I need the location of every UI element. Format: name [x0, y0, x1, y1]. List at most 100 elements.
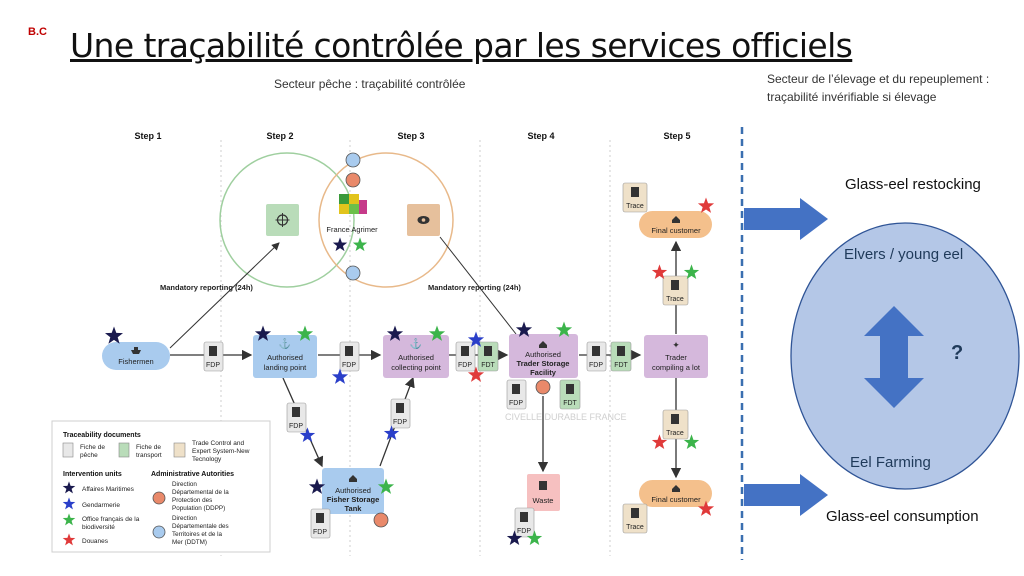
double-arrow — [864, 306, 924, 408]
subtitle-peche: Secteur pêche : traçabilité contrôlée — [274, 77, 466, 91]
trader-storage-node — [509, 334, 578, 378]
venn-circle-right — [318, 152, 454, 288]
sparkle-icon: ✦ — [672, 340, 680, 350]
fdp-doc: FDP — [390, 398, 411, 429]
fdt-doc: FDT — [610, 341, 632, 372]
svg-text:Population (DDPP): Population (DDPP) — [172, 505, 225, 512]
fisher-tank-line2: Fisher Storage — [327, 495, 380, 504]
landing-label-line1: Authorised — [267, 353, 303, 362]
trace-doc: Trace — [662, 275, 689, 306]
fdp-doc: FDP — [586, 341, 607, 372]
anchor-icon: ⚓ — [410, 337, 422, 350]
svg-text:Office français de la: Office français de la — [82, 516, 140, 523]
svg-text:FDP: FDP — [509, 400, 523, 407]
restocking-label: Glass-eel restocking — [845, 176, 981, 193]
svg-text:FDP: FDP — [393, 419, 407, 426]
svg-text:Mer (DDTM): Mer (DDTM) — [172, 539, 207, 546]
affaires-star — [332, 237, 348, 252]
subtitle-elevage-line2: traçabilité invérifiable si élevage — [767, 90, 937, 104]
trader-label-line2: Trader Storage — [517, 359, 570, 368]
legend: Traceability documents Fiche de pêche Fi… — [51, 420, 271, 553]
fdt-doc: FDT — [477, 341, 499, 372]
waste-node — [527, 474, 560, 511]
house-icon — [539, 341, 547, 348]
ddpp-marker — [373, 512, 389, 528]
svg-text:Départementale des: Départementale des — [172, 523, 229, 530]
fisher-tank-line3: Tank — [345, 504, 363, 513]
step-label: Step 2 — [266, 131, 293, 141]
ddtm-marker — [345, 265, 361, 281]
slide-title: Une traçabilité contrôlée par les servic… — [70, 26, 853, 65]
landing-point-node — [253, 335, 317, 378]
svg-text:FDP: FDP — [289, 423, 303, 430]
svg-text:Administrative Autorities: Administrative Autorities — [151, 471, 234, 478]
final-customer-top-node — [639, 211, 712, 238]
waste-label: Waste — [533, 496, 554, 505]
subtitle-elevage-line1: Secteur de l’élevage et du repeuplement … — [767, 72, 990, 86]
compiling-label-line1: Trader — [665, 353, 687, 362]
collecting-point-node — [383, 335, 449, 378]
svg-text:Protection des: Protection des — [172, 497, 212, 504]
compiling-label-line2: compiling a lot — [652, 363, 701, 372]
svg-text:Traceability documents: Traceability documents — [63, 432, 141, 439]
reporting-label-right: Mandatory reporting (24h) — [428, 283, 521, 292]
anchor-icon: ⚓ — [279, 337, 291, 350]
step-label: Step 5 — [663, 131, 690, 141]
step-label: Step 4 — [527, 131, 554, 141]
fdt-doc: FDT — [559, 379, 581, 410]
fdp-doc: FDP — [455, 341, 476, 372]
target-icon — [275, 213, 290, 227]
collecting-label-line2: collecting point — [391, 363, 442, 372]
svg-text:Fiche de: Fiche de — [80, 444, 105, 451]
final-customer-bottom-node — [639, 480, 712, 507]
consumption-arrow — [744, 474, 828, 516]
final-customer-bottom-label: Final customer — [651, 495, 701, 504]
trader-compiling-node — [644, 335, 708, 378]
svg-text:Trace: Trace — [666, 296, 684, 303]
france-agrimer-logo — [339, 194, 367, 214]
final-customer-top-label: Final customer — [651, 226, 701, 235]
svg-text:pêche: pêche — [80, 452, 98, 459]
trace-icon — [173, 442, 186, 458]
douanes-star — [697, 197, 715, 213]
fdp-doc: FDP — [514, 507, 535, 538]
venn-circle-left — [219, 152, 355, 288]
slide-tag: B.C — [28, 26, 47, 38]
eel-farming-label: Eel Farming — [850, 454, 931, 471]
watermark: CIVELLE DURABLE FRANCE — [505, 412, 627, 422]
boat-icon — [131, 347, 141, 354]
ddpp-marker — [535, 379, 551, 395]
svg-text:Douanes: Douanes — [82, 538, 109, 545]
svg-text:FDT: FDT — [481, 362, 495, 369]
svg-text:FDP: FDP — [342, 362, 356, 369]
trace-doc: Trace — [622, 503, 648, 534]
trader-label-line3: Facility — [530, 368, 557, 377]
house-icon — [672, 216, 680, 223]
trader-label-line1: Authorised — [525, 350, 561, 359]
restocking-arrow — [744, 198, 828, 240]
consumption-label: Glass-eel consumption — [826, 508, 979, 525]
house-icon — [672, 485, 680, 492]
svg-text:FDT: FDT — [614, 362, 628, 369]
svg-text:Trace: Trace — [666, 430, 684, 437]
fdp-doc: FDP — [203, 341, 224, 372]
fishermen-node — [102, 342, 170, 370]
elvers-label: Elvers / young eel — [844, 246, 964, 263]
affaires-star — [105, 326, 123, 344]
svg-text:biodiversité: biodiversité — [82, 524, 115, 531]
france-agrimer-label: France Agrimer — [326, 225, 378, 234]
trace-doc: Trace — [622, 182, 648, 213]
svg-text:Trace: Trace — [626, 524, 644, 531]
step-label: Step 3 — [397, 131, 424, 141]
fiche-transport-icon — [118, 442, 130, 458]
question-mark: ? — [951, 342, 964, 364]
svg-text:FDP: FDP — [206, 362, 220, 369]
svg-text:Affaires Maritimes: Affaires Maritimes — [82, 486, 135, 493]
svg-text:FDP: FDP — [589, 362, 603, 369]
house-icon — [349, 475, 357, 482]
svg-text:Trade Control and: Trade Control and — [192, 440, 245, 447]
fdp-doc: FDP — [286, 402, 307, 433]
svg-text:Direction: Direction — [172, 481, 197, 488]
svg-text:Territoires et de la: Territoires et de la — [172, 531, 223, 538]
